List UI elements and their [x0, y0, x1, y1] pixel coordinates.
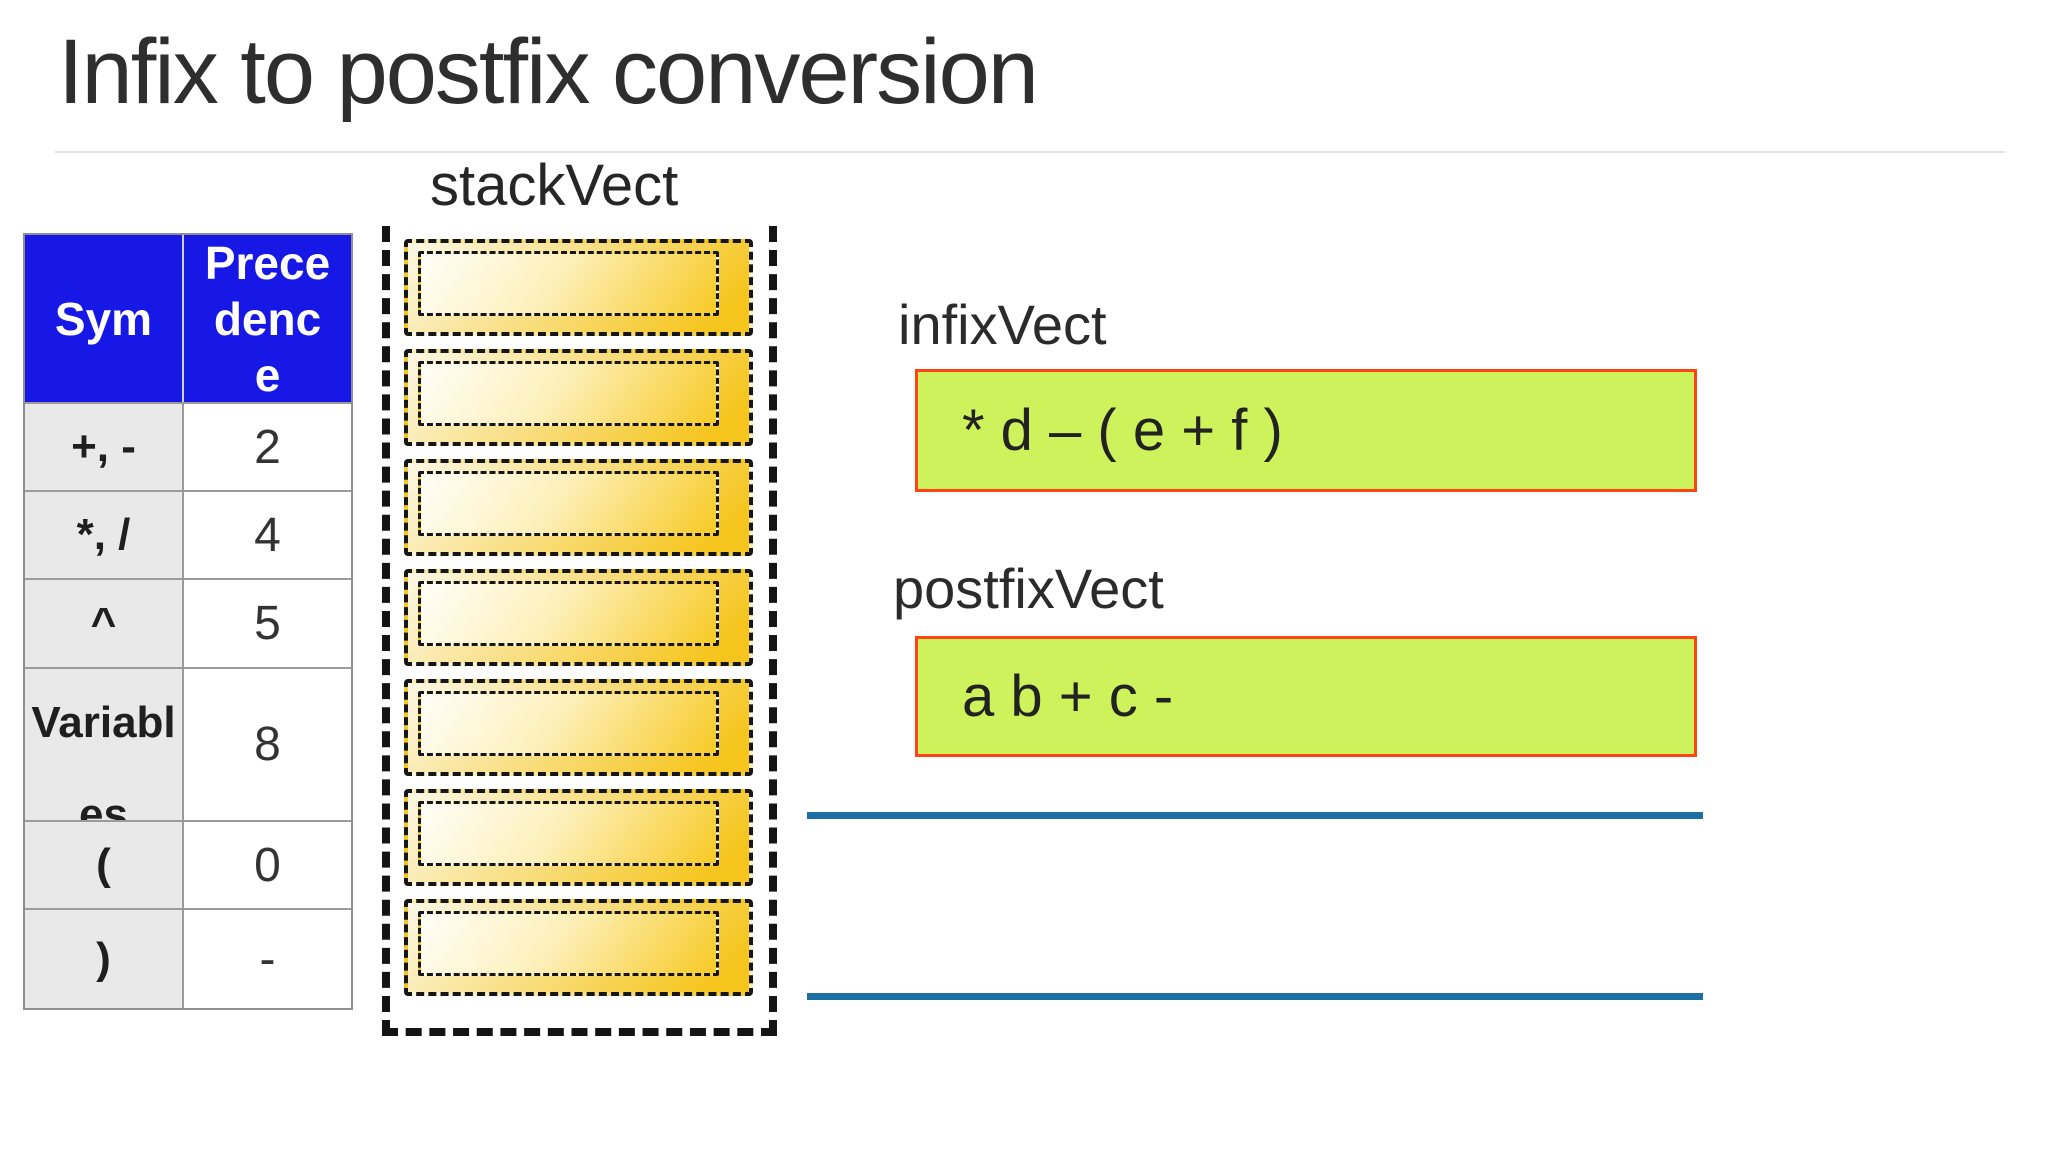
stack-slot-face: [418, 691, 719, 756]
precedence-cell: 2: [184, 404, 351, 490]
symbol-cell: *, /: [25, 492, 184, 578]
symbol-cell: +, -: [25, 404, 184, 490]
table-row: ^5: [25, 578, 351, 667]
stack-container: [382, 226, 777, 1036]
separator-line-bottom: [807, 993, 1703, 1000]
header-cell-sym: Sym: [25, 235, 184, 402]
symbol-cell: (: [25, 822, 184, 908]
header-cell-precedence: Precedence: [204, 236, 331, 401]
stack-slot-face: [418, 801, 719, 866]
stack-slot-face: [418, 471, 719, 536]
stack-label: stackVect: [430, 153, 679, 218]
symbol-cell: ^: [25, 580, 184, 667]
infix-label: infixVect: [898, 293, 1107, 356]
table-row: *, /4: [25, 490, 351, 578]
separator-line-top: [807, 812, 1703, 819]
stack-slot: [404, 459, 753, 556]
stack-slot-face: [418, 581, 719, 646]
stack-slot-face: [418, 361, 719, 426]
table-row: )-: [25, 908, 351, 1008]
precedence-cell: 0: [184, 822, 351, 908]
infix-box: * d – ( e + f ): [915, 369, 1697, 492]
postfix-box: a b + c -: [915, 636, 1697, 757]
stack-slot-face: [418, 251, 719, 316]
stack-slot: [404, 899, 753, 996]
title-divider: [55, 151, 2005, 153]
table-row: (0: [25, 820, 351, 908]
precedence-cell: 8: [184, 669, 351, 820]
stack-slot: [404, 569, 753, 666]
page-title: Infix to postfix conversion: [58, 21, 1039, 123]
infix-value: * d – ( e + f ): [962, 398, 1283, 463]
precedence-table-header: Sym Precedence: [25, 235, 351, 402]
stack-slot: [404, 239, 753, 336]
table-row: +, -2: [25, 402, 351, 490]
precedence-cell: 5: [184, 580, 351, 667]
postfix-label: postfixVect: [893, 557, 1164, 620]
postfix-value: a b + c -: [962, 664, 1174, 729]
symbol-cell: ): [25, 910, 184, 1008]
precedence-cell: 4: [184, 492, 351, 578]
stack-slot: [404, 789, 753, 886]
precedence-cell: -: [184, 910, 351, 1008]
stack-slot-face: [418, 911, 719, 976]
stack-slot: [404, 679, 753, 776]
stack-slot: [404, 349, 753, 446]
symbol-cell: Variables: [25, 669, 184, 820]
